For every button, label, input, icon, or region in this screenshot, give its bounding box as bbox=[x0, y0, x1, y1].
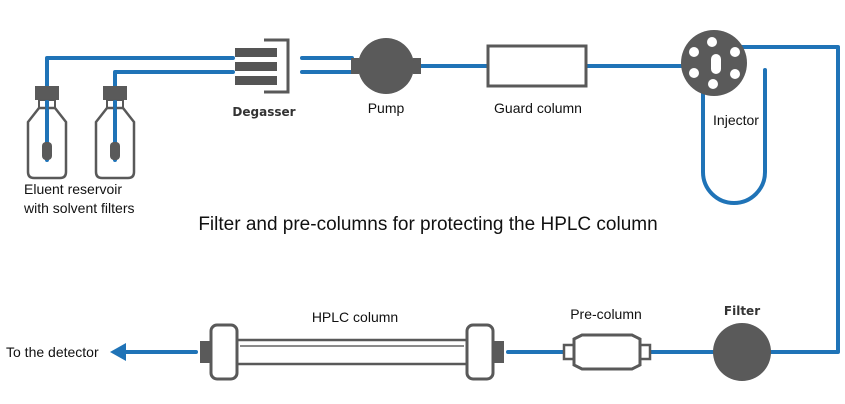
hplc-column-right-cap bbox=[465, 323, 495, 381]
eluent-label-line2: with solvent filters bbox=[23, 200, 134, 216]
hplc-column-icon bbox=[200, 323, 504, 381]
bottle-icon bbox=[26, 86, 68, 180]
arrow-left-icon bbox=[110, 343, 126, 361]
pre-column-label: Pre-column bbox=[570, 306, 642, 322]
injector-valve-icon bbox=[681, 30, 747, 96]
tube-injector-filter bbox=[733, 45, 840, 354]
reservoir-2-body bbox=[94, 106, 136, 180]
hplc-column-label: HPLC column bbox=[312, 309, 398, 325]
reservoir-2-filter bbox=[110, 142, 120, 160]
guard-column-icon bbox=[486, 44, 588, 88]
degasser-icon bbox=[235, 38, 290, 94]
degasser-housing bbox=[264, 38, 290, 94]
filter-icon bbox=[713, 323, 771, 381]
hplc-column-left-cap bbox=[209, 323, 239, 381]
guard-column-label: Guard column bbox=[494, 100, 582, 116]
reservoir-1-filter bbox=[42, 142, 52, 160]
reservoir-1-body bbox=[26, 106, 68, 180]
reservoir-2-cap bbox=[103, 86, 127, 100]
degasser-label: Degasser bbox=[232, 105, 295, 119]
tube-reservoir-2 bbox=[113, 70, 235, 162]
bottle-icon bbox=[94, 86, 136, 180]
hplc-column-tube bbox=[230, 338, 474, 366]
caption: Filter and pre-columns for protecting th… bbox=[198, 214, 657, 235]
reservoir-1-cap bbox=[35, 86, 59, 100]
pre-column-body bbox=[572, 333, 642, 371]
to-detector-label: To the detector bbox=[6, 344, 99, 360]
eluent-label-line1: Eluent reservoir bbox=[24, 181, 122, 197]
injector-label: Injector bbox=[713, 112, 759, 128]
injector-loop bbox=[701, 68, 767, 205]
pre-column-icon bbox=[562, 333, 652, 371]
pump-icon bbox=[351, 38, 421, 94]
filter-label: Filter bbox=[724, 304, 760, 318]
pump-body bbox=[358, 38, 414, 94]
pump-label: Pump bbox=[368, 100, 405, 116]
